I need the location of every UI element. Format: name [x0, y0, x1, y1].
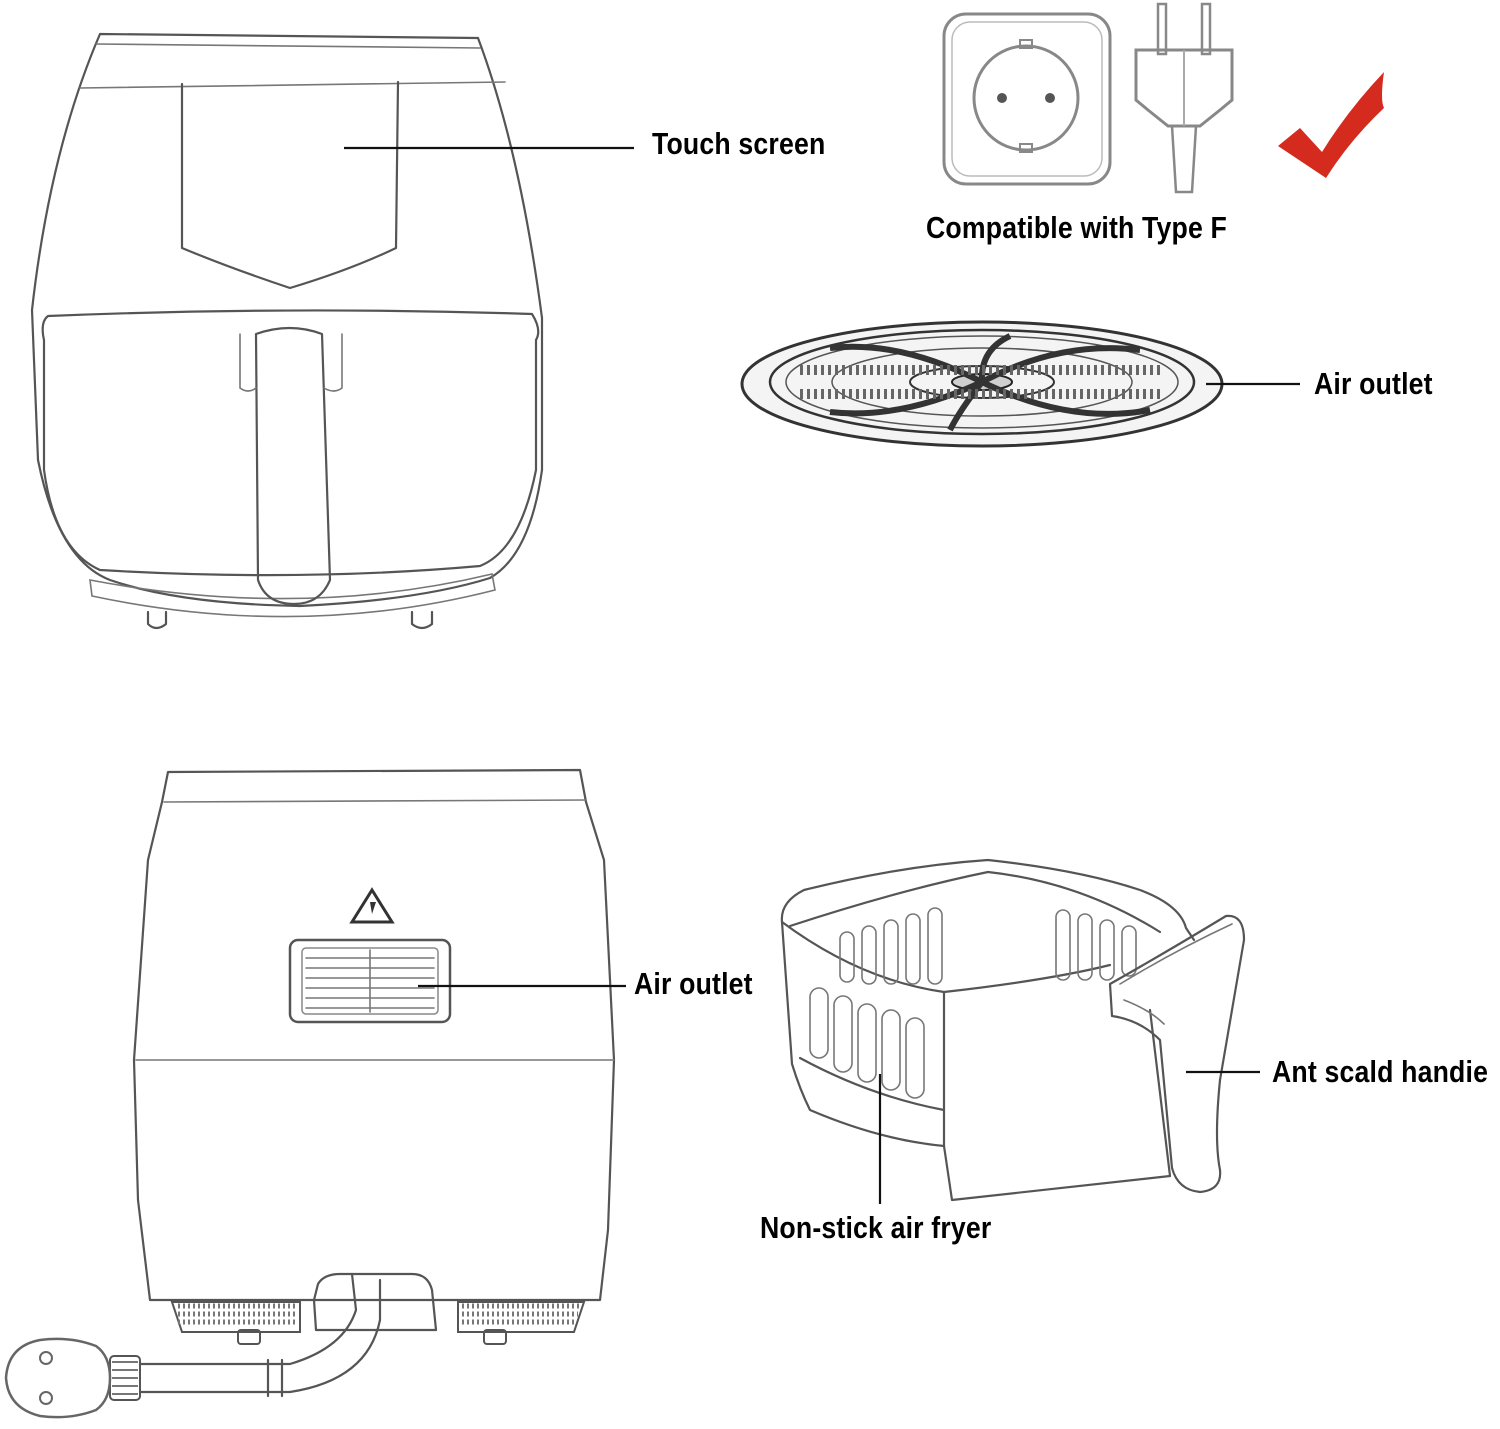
- type-f-socket-icon: [942, 12, 1112, 186]
- plug-end: [4, 1337, 141, 1419]
- air-fryer-back-view: [4, 768, 616, 1419]
- compatibility-label: Compatible with Type F: [926, 210, 1228, 245]
- front-handle: [254, 326, 332, 606]
- type-f-plug-icon: [1134, 2, 1234, 194]
- anti-scald-handle: [1108, 914, 1246, 1194]
- basket-drawer: [41, 309, 540, 577]
- touch-screen-label: Touch screen: [652, 126, 826, 161]
- basket-label: Non-stick air fryer: [760, 1210, 992, 1245]
- air-outlet-back-label: Air outlet: [634, 966, 753, 1001]
- back-air-vent: [288, 938, 452, 1024]
- handle-label: Ant scald handie: [1272, 1054, 1489, 1089]
- grill-plate: [740, 320, 1224, 448]
- fryer-basket: [780, 858, 1246, 1202]
- air-outlet-top-label: Air outlet: [1314, 366, 1433, 401]
- touch-screen-panel: [180, 80, 400, 290]
- air-fryer-front-view: [30, 32, 544, 630]
- check-icon: [1278, 72, 1384, 178]
- warning-icon: [349, 887, 395, 924]
